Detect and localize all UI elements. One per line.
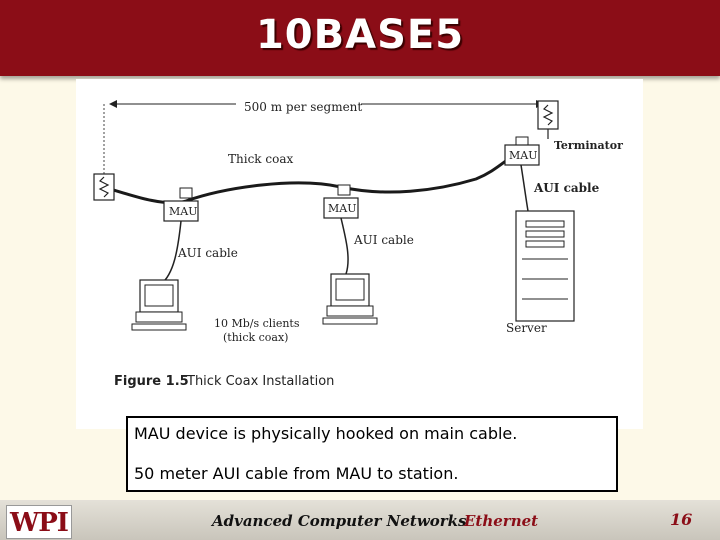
clients-label-line2: (thick coax) [223, 331, 288, 344]
mau-middle-label: MAU [328, 202, 356, 215]
thick-coax-cable [103, 149, 522, 205]
figure-number: Figure 1.5 [114, 374, 189, 389]
terminator-label: Terminator [554, 139, 623, 152]
mau-left-label: MAU [169, 205, 197, 218]
server-label: Server [506, 321, 547, 335]
mau-right-label: MAU [509, 149, 537, 162]
right-terminator [537, 100, 559, 139]
network-diagram: 500 m per segment Thick coax Terminator … [93, 100, 623, 389]
figure-title: Thick Coax Installation [186, 374, 334, 389]
wpi-logo-text: WPI [10, 508, 69, 538]
aui-cable-middle [340, 217, 349, 275]
caption-box: MAU device is physically hooked on main … [126, 416, 618, 492]
mau-middle [323, 184, 359, 219]
left-terminator [93, 173, 115, 201]
footer-course: Advanced Computer Networks [212, 512, 467, 530]
title-bar [0, 0, 720, 76]
clients-label-line1: 10 Mb/s clients [214, 317, 300, 330]
caption-line-2: 50 meter AUI cable from MAU to station. [134, 464, 459, 483]
thick-coax-figure: 500 m per segment Thick coax Terminator … [76, 79, 643, 429]
page-number: 16 [670, 510, 693, 529]
segment-arrowhead-left [109, 100, 117, 108]
footer-bar [0, 500, 720, 540]
mau-right [504, 136, 540, 166]
thick-coax-label: Thick coax [228, 152, 293, 166]
server [515, 210, 575, 322]
segment-label: 500 m per segment [244, 100, 362, 114]
caption-line-1: MAU device is physically hooked on main … [134, 424, 518, 443]
aui-cable-left-label: AUI cable [177, 246, 238, 260]
client-computer-left [131, 279, 187, 331]
aui-cable-right-label: AUI cable [533, 181, 600, 195]
aui-cable-middle-label: AUI cable [353, 233, 414, 247]
wpi-logo: WPI [6, 505, 72, 539]
aui-cable-right [520, 164, 529, 212]
slide-title: 10BASE5 [255, 12, 465, 58]
client-computer-middle [322, 273, 378, 325]
footer-topic: Ethernet [464, 512, 539, 530]
